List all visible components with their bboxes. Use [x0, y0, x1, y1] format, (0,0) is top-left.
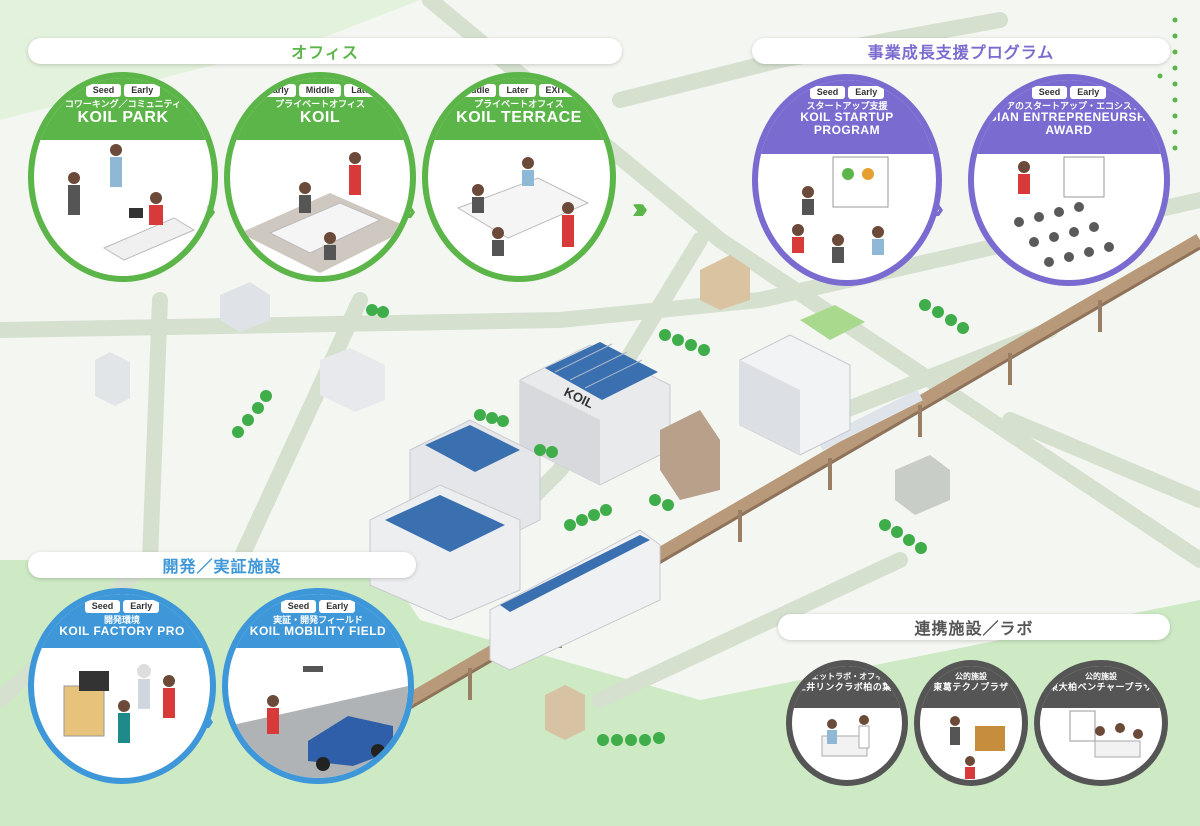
- koil-park-header: Seed Early コワーキング／コミュニティ KOIL PARK: [34, 78, 212, 140]
- facility-subtitle: 開発環境: [103, 615, 140, 625]
- koil-header: Early Middle Later プライベートオフィス KOIL: [230, 78, 410, 140]
- partner-subtitle: ウェットラボ・オフィス: [803, 672, 891, 681]
- partner-header: 公的施設 東葛テクノプラザ: [920, 666, 1022, 708]
- partner-name: 東大柏ベンチャープラザ: [1049, 682, 1153, 692]
- facility-subtitle: 実証・開発フィールド: [273, 615, 363, 625]
- facility-name: KOIL TERRACE: [456, 109, 582, 126]
- program-name-line2: PROGRAM: [813, 123, 881, 137]
- partner-name: 三井リンクラボ柏の葉1: [796, 682, 898, 692]
- facility-name: KOIL FACTORY PRO: [59, 624, 185, 638]
- stage-tag: Early: [124, 84, 161, 97]
- mobility-field-illustration: [228, 666, 408, 778]
- coworking-illustration: [68, 144, 196, 261]
- partner-header: ウェットラボ・オフィス 三井リンクラボ柏の葉1: [792, 666, 902, 708]
- stage-tags: Seed Early: [228, 600, 408, 613]
- stage-tag: Early: [1070, 86, 1107, 99]
- mitsui-link-lab-card[interactable]: ウェットラボ・オフィス 三井リンクラボ柏の葉1: [786, 660, 908, 786]
- stage-tags: Early Middle Later: [230, 84, 410, 97]
- koil-factory-pro-card[interactable]: Seed Early 開発環境 KOIL FACTORY PRO: [28, 588, 216, 784]
- wet-lab-illustration: [821, 715, 870, 757]
- stage-tag: Early: [319, 600, 356, 613]
- partner-subtitle: 公的施設: [1085, 672, 1117, 681]
- stage-tags: Seed Early: [34, 600, 210, 613]
- program-subtitle: アジアのスタートアップ・エコシステム: [988, 101, 1150, 111]
- private-office-illustration: [240, 152, 410, 273]
- stage-tag: Seed: [280, 600, 317, 613]
- facility-subtitle: コワーキング／コミュニティ: [64, 99, 182, 109]
- facility-name: KOIL PARK: [77, 109, 169, 126]
- koil-startup-program-card[interactable]: Seed Early スタートアップ支援 KOIL STARTUP PROGRA…: [752, 74, 942, 286]
- asian-entrepreneurship-award-card[interactable]: Seed Early アジアのスタートアップ・エコシステム ASIAN ENTR…: [968, 74, 1170, 286]
- stage-tag: Middle: [453, 84, 497, 97]
- stage-tag: Middle: [298, 84, 342, 97]
- facility-subtitle: プライベートオフィス: [275, 99, 365, 109]
- terrace-office-illustration: [456, 157, 590, 256]
- stage-tags: Seed Early: [758, 86, 936, 99]
- startup-program-illustration: [792, 156, 889, 263]
- stage-tag: Early: [123, 600, 160, 613]
- stage-tag: Seed: [809, 86, 846, 99]
- facility-name: KOIL MOBILITY FIELD: [249, 624, 387, 638]
- dev-section-heading: 開発／実証施設: [28, 552, 416, 578]
- facility-name: KOIL: [299, 109, 341, 126]
- stage-tag: Early: [848, 86, 885, 99]
- koil-park-card[interactable]: Seed Early コワーキング／コミュニティ KOIL PARK: [28, 72, 218, 282]
- stage-tags: Seed Early: [34, 84, 212, 97]
- partner-subtitle: 公的施設: [955, 672, 987, 681]
- program-name-line1: ASIAN ENTREPRENEURSHIP: [979, 110, 1159, 124]
- venture-plaza-illustration: [1069, 710, 1143, 758]
- facility-subtitle: プライベートオフィス: [474, 99, 564, 109]
- partner-name: 東葛テクノプラザ: [933, 682, 1009, 692]
- todai-kashiwa-venture-plaza-card[interactable]: 公的施設 東大柏ベンチャープラザ: [1034, 660, 1168, 786]
- koil-terrace-header: Middle Later EXIT 後 プライベートオフィス KOIL TERR…: [428, 78, 610, 140]
- award-header: Seed Early アジアのスタートアップ・エコシステム ASIAN ENTR…: [974, 80, 1164, 154]
- factory-illustration: [63, 664, 175, 743]
- stage-tag: Later: [499, 84, 536, 97]
- award-illustration: [1014, 156, 1114, 267]
- program-subtitle: スタートアップ支援: [806, 101, 888, 111]
- program-name-line2: AWARD: [1045, 123, 1093, 137]
- stage-tag: Seed: [84, 600, 121, 613]
- factory-header: Seed Early 開発環境 KOIL FACTORY PRO: [34, 594, 210, 648]
- koil-terrace-card[interactable]: Middle Later EXIT 後 プライベートオフィス KOIL TERR…: [422, 72, 616, 282]
- partner-header: 公的施設 東大柏ベンチャープラザ: [1040, 666, 1162, 708]
- trees: [232, 299, 969, 746]
- program-name-line1: KOIL STARTUP: [800, 110, 894, 124]
- stage-tag: Later: [344, 84, 381, 97]
- chevron-right-icon: ›››››››: [632, 192, 648, 225]
- mobility-header: Seed Early 実証・開発フィールド KOIL MOBILITY FIEL…: [228, 594, 408, 648]
- program-section-heading: 事業成長支援プログラム: [752, 38, 1170, 64]
- togatsu-techno-plaza-card[interactable]: 公的施設 東葛テクノプラザ: [914, 660, 1028, 786]
- stage-tag: Seed: [85, 84, 122, 97]
- koil-card[interactable]: Early Middle Later プライベートオフィス KOIL: [224, 72, 416, 282]
- partner-section-heading: 連携施設／ラボ: [778, 614, 1170, 640]
- stage-tags: Middle Later EXIT 後: [428, 84, 610, 97]
- stage-tag: Early: [259, 84, 296, 97]
- techno-plaza-illustration: [950, 716, 1005, 779]
- startup-program-header: Seed Early スタートアップ支援 KOIL STARTUP PROGRA…: [758, 80, 936, 154]
- stage-tag: EXIT 後: [538, 84, 585, 97]
- koil-mobility-field-card[interactable]: Seed Early 実証・開発フィールド KOIL MOBILITY FIEL…: [222, 588, 414, 784]
- office-section-heading: オフィス: [28, 38, 622, 64]
- stage-tag: Seed: [1031, 86, 1068, 99]
- stage-tags: Seed Early: [974, 86, 1164, 99]
